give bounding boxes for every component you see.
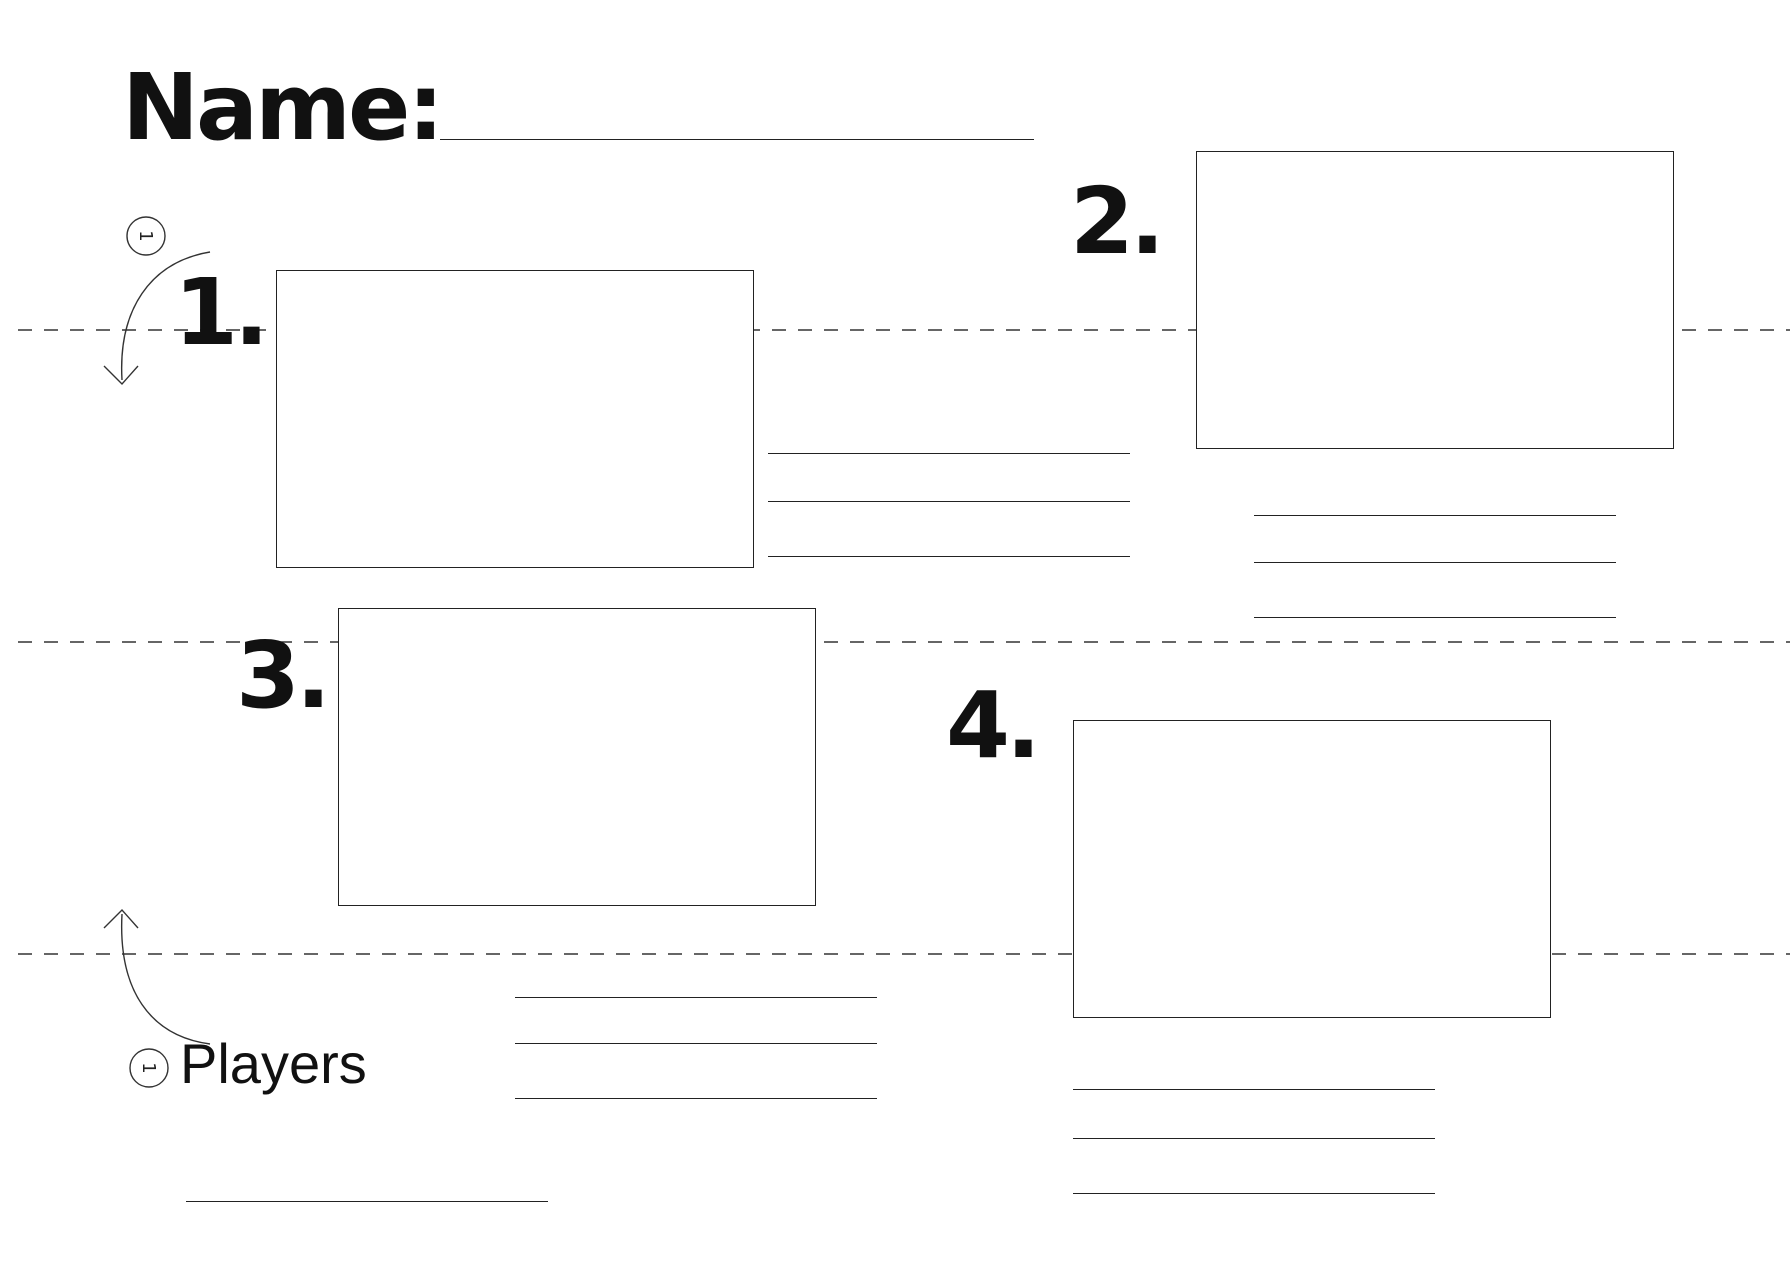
name-field-line[interactable]	[440, 139, 1034, 140]
fold-down-arrow-icon	[120, 251, 211, 381]
panel-3-number: 3.	[236, 622, 331, 729]
panel-2-caption-line-1[interactable]	[1254, 515, 1616, 516]
players-label: Players	[180, 1032, 367, 1095]
fold-down-arrowhead-icon	[103, 365, 139, 386]
panel-3-caption-line-2[interactable]	[515, 1043, 877, 1044]
panel-4-caption-line-1[interactable]	[1073, 1089, 1435, 1090]
panel-1-drawing-box[interactable]	[276, 270, 754, 568]
svg-text:1: 1	[138, 1062, 159, 1073]
panel-1-caption-line-1[interactable]	[768, 453, 1130, 454]
panel-2-caption-line-2[interactable]	[1254, 562, 1616, 563]
fold-up-arrowhead-icon	[103, 908, 139, 929]
panel-1-caption-line-2[interactable]	[768, 501, 1130, 502]
svg-text:1: 1	[135, 230, 156, 241]
players-badge-icon: 1	[129, 1048, 169, 1088]
panel-1-caption-line-3[interactable]	[768, 556, 1130, 557]
panel-1-number: 1.	[174, 259, 269, 366]
panel-4-caption-line-3[interactable]	[1073, 1193, 1435, 1194]
name-label: Name:	[122, 54, 444, 161]
panel-3-drawing-box[interactable]	[338, 608, 816, 906]
players-field-line[interactable]	[186, 1201, 548, 1202]
fold-up-arrow-icon	[120, 913, 211, 1045]
fold-badge-icon: 1	[126, 216, 166, 256]
panel-2-caption-line-3[interactable]	[1254, 617, 1616, 618]
panel-2-drawing-box[interactable]	[1196, 151, 1674, 449]
panel-4-number: 4.	[946, 672, 1041, 779]
panel-3-caption-line-3[interactable]	[515, 1098, 877, 1099]
panel-3-caption-line-1[interactable]	[515, 997, 877, 998]
panel-2-number: 2.	[1070, 168, 1165, 275]
panel-4-caption-line-2[interactable]	[1073, 1138, 1435, 1139]
panel-4-drawing-box[interactable]	[1073, 720, 1551, 1018]
